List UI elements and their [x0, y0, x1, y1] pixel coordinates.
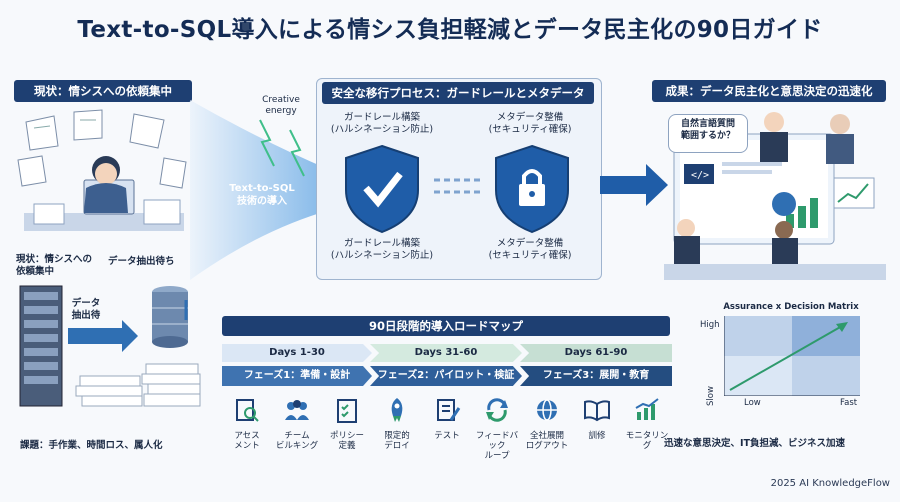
rocket-icon: [391, 398, 403, 422]
footer-credit: 2025 AI KnowledgeFlow: [770, 478, 890, 489]
step-label: 訓修: [588, 431, 606, 441]
step-team-building: チーム ビルキング: [272, 396, 322, 461]
label-concentration: 現状：情シスへの 依頼集中: [16, 254, 93, 277]
matrix-axis-slow: Slow: [706, 386, 716, 406]
assessment-icon: [236, 399, 259, 422]
matrix-axis-low: Low: [744, 398, 761, 408]
guardrail-top-label: ガードレール構築 (ハルシネーション防止): [330, 112, 434, 135]
step-label: 全社展開 ログアウト: [525, 431, 569, 451]
phase3-name: フェーズ3：展開・教育: [520, 366, 672, 386]
security-shields: [345, 144, 569, 234]
step-label: チーム ビルキング: [275, 431, 319, 451]
step-policy: ポリシー 定義: [322, 396, 372, 461]
feedback-loop-icon: [486, 398, 508, 422]
overloaded-it-illustration: [17, 109, 187, 231]
team-dashboard-illustration: </>: [664, 112, 886, 280]
step-label: フィードバック ループ: [475, 431, 519, 461]
svg-text:</>: </>: [691, 170, 709, 181]
phase3-days: Days 61-90: [520, 344, 672, 362]
step-feedback: フィードバック ループ: [472, 396, 522, 461]
phase2-name: フェーズ2：パイロット・検証: [370, 366, 522, 386]
question-bubble: 自然言語質問 範囲するか？: [668, 114, 748, 153]
tech-intro-label: Text-to-SQL 技術の導入: [229, 183, 295, 207]
outcome-label: 迅速な意思決定、IT負担減、ビジネス加速: [664, 438, 846, 449]
creative-energy-label: Creative energy: [262, 95, 300, 116]
step-label: モニタリング: [625, 431, 669, 451]
server-racks-illustration: [19, 285, 201, 407]
flow-stream: [190, 100, 330, 280]
label-waiting: データ抽出待ち: [108, 256, 175, 267]
matrix-axis-fast: Fast: [840, 398, 858, 408]
step-assessment: アセス メント: [222, 396, 272, 461]
step-label: 限定的 デロイ: [384, 431, 410, 451]
matrix-title: Assurance x Decision Matrix: [723, 302, 859, 312]
book-icon: [584, 400, 610, 422]
policy-icon: [337, 399, 357, 423]
phase1-days: Days 1-30: [222, 344, 372, 362]
step-training: 訓修: [572, 396, 622, 461]
step-deploy: 限定的 デロイ: [372, 396, 422, 461]
step-rollout: 全社展開 ログアウト: [522, 396, 572, 461]
arrow-to-results: [600, 164, 668, 206]
label-waiting-2: データ 抽出待: [71, 298, 101, 321]
phase1-name: フェーズ1：準備・設計: [222, 366, 372, 386]
matrix-axis-high: High: [700, 320, 720, 330]
left-header: 現状：情シスへの依頼集中: [14, 80, 192, 102]
globe-icon: [537, 399, 557, 421]
guardrail-bottom-label: ガードレール構築 (ハルシネーション防止): [330, 238, 434, 261]
phase2-days: Days 31-60: [370, 344, 522, 362]
step-test: テスト: [422, 396, 472, 461]
center-header: 安全な移行プロセス：ガードレールとメタデータ: [322, 82, 594, 104]
test-icon: [437, 399, 461, 421]
assurance-decision-matrix: [724, 316, 860, 396]
step-label: テスト: [434, 431, 460, 441]
right-header: 成果：データ民主化と意思決定の迅速化: [652, 80, 886, 102]
roadmap-header: 90日段階的導入ロードマップ: [222, 316, 670, 336]
roadmap-steps: アセス メント チーム ビルキング ポリシー 定義 限定的 デロイ テスト フィ…: [222, 396, 672, 461]
page-title: Text-to-SQL導入による情シス負担軽減とデータ民主化の90日ガイド: [77, 17, 823, 43]
metadata-top-label: メタデータ整備 (セキュリティ確保): [488, 112, 572, 135]
step-label: ポリシー 定義: [329, 431, 364, 451]
issue-label: 課題：手作業、時間ロス、属人化: [20, 440, 163, 451]
team-building-icon: [285, 400, 309, 420]
monitoring-icon: [635, 398, 659, 420]
step-label: アセス メント: [234, 431, 260, 451]
step-monitoring: モニタリング: [622, 396, 672, 461]
metadata-bottom-label: メタデータ整備 (セキュリティ確保): [488, 238, 572, 261]
